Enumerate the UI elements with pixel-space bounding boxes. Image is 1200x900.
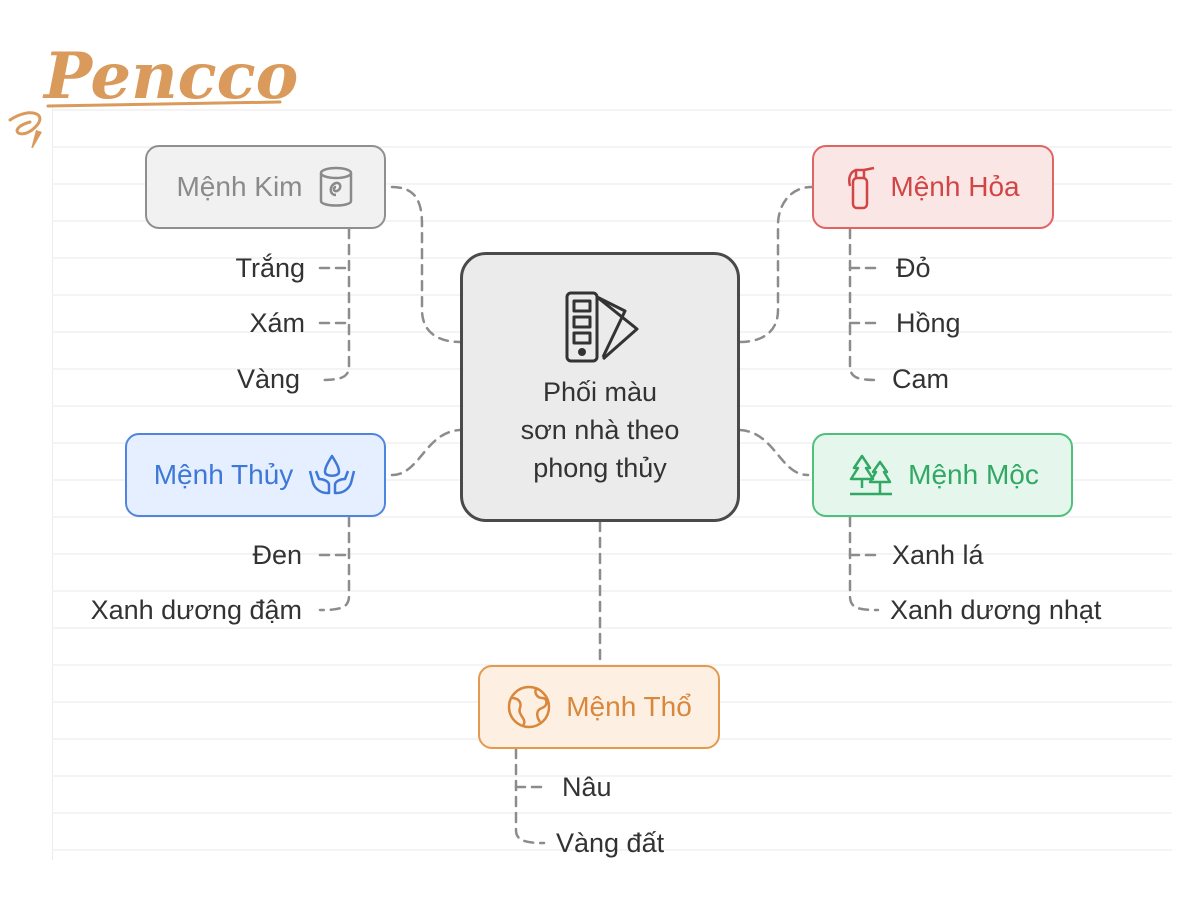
hoa-item: Đỏ: [896, 253, 931, 283]
kim-item: Vàng: [236, 364, 300, 394]
logo-swash: [8, 111, 42, 136]
group-kim-label: Mệnh Kim: [176, 171, 303, 202]
hoa-item: Cam: [892, 364, 950, 394]
pencco-logo: Pencco: [8, 39, 298, 148]
group-thuy-label: Mệnh Thủy: [153, 459, 294, 490]
earth-globe-icon: [507, 685, 551, 729]
color-swatch-icon: [565, 291, 639, 363]
group-hoa[interactable]: Mệnh Hỏa: [812, 145, 1054, 229]
thuy-item: Xanh dương đậm: [90, 595, 302, 625]
trees-icon: [849, 454, 893, 496]
group-moc-label: Mệnh Mộc: [908, 459, 1039, 490]
kim-item: Trắng: [235, 253, 305, 283]
fire-extinguisher-icon: [848, 166, 875, 210]
thuy-item: Đen: [252, 540, 302, 570]
group-tho-label: Mệnh Thổ: [566, 691, 692, 722]
tho-item: Nâu: [562, 772, 612, 802]
kim-item: Xám: [249, 308, 305, 338]
hoa-item: Hồng: [896, 308, 961, 338]
tho-item: Vàng đất: [556, 828, 665, 858]
group-thuy[interactable]: Mệnh Thủy: [125, 433, 386, 517]
pen-nib-icon: [31, 130, 42, 148]
water-hands-icon: [309, 454, 356, 495]
moc-item: Xanh lá: [892, 540, 984, 570]
group-hoa-label: Mệnh Hỏa: [890, 171, 1020, 202]
center-title: Phối màu sơn nhà theo phong thủy: [520, 377, 680, 483]
moc-item: Xanh dương nhạt: [890, 595, 1102, 625]
group-moc[interactable]: Mệnh Mộc: [812, 433, 1073, 517]
metal-jar-icon: [319, 166, 352, 207]
group-tho[interactable]: Mệnh Thổ: [478, 665, 720, 749]
center-node[interactable]: Phối màu sơn nhà theo phong thủy: [460, 252, 740, 522]
group-kim[interactable]: Mệnh Kim: [145, 145, 386, 229]
